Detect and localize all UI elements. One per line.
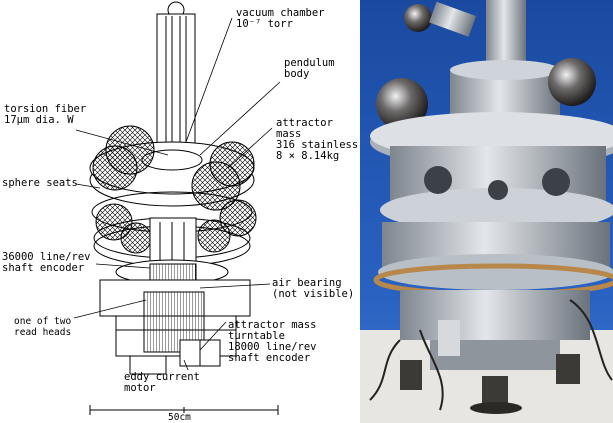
label-eddy-current-motor: eddy current motor: [124, 371, 200, 394]
vacuum-column: [156, 1, 196, 145]
leader-lines: [73, 17, 281, 371]
label-attractor-turntable: attractor mass turntable 18000 line/rev …: [228, 319, 317, 364]
photo-sphere: [376, 78, 428, 130]
label-attractor-mass: attractor mass 316 stainless 8 × 8.14kg: [276, 117, 359, 162]
scale-bar-label: 50cm: [168, 412, 191, 423]
label-shaft-encoder-36000: 36000 line/rev shaft encoder: [2, 251, 91, 274]
apparatus-photo: [360, 0, 613, 423]
label-torsion-fiber: torsion fiber 17μm dia. W: [4, 103, 87, 126]
label-sphere-seats: sphere seats: [2, 177, 78, 189]
label-vacuum-chamber: vacuum chamber 10⁻⁷ torr: [236, 7, 325, 30]
base-turntable: [99, 279, 251, 375]
sphere: [92, 145, 138, 191]
sphere: [219, 199, 257, 237]
sphere: [197, 219, 231, 253]
label-air-bearing: air bearing (not visible): [272, 277, 355, 300]
scale-bar: [89, 405, 279, 415]
apparatus-drawing: [73, 1, 281, 415]
photo-sphere: [548, 58, 596, 106]
label-read-heads: one of two read heads: [14, 316, 72, 338]
label-pendulum-body: pendulum body: [284, 57, 335, 80]
